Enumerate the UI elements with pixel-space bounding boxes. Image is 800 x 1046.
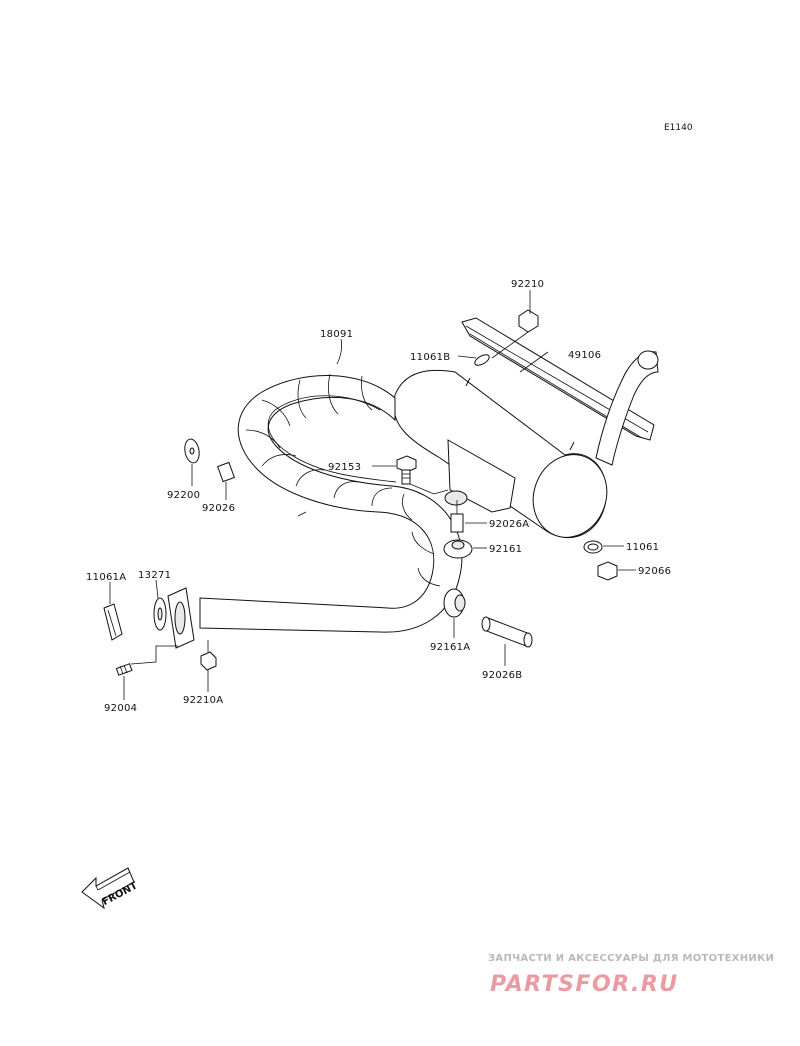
damper-92161a-drawing bbox=[443, 588, 466, 618]
gasket-11061-drawing bbox=[583, 540, 603, 554]
watermark: ЗАПЧАСТИ И АКСЕССУАРЫ ДЛЯ МОТОТЕХНИКИ PA… bbox=[488, 953, 774, 997]
part-labels: 92210 18091 11061B 49106 92153 92200 920… bbox=[86, 279, 671, 714]
plate-13271-drawing bbox=[153, 597, 167, 631]
collar-92026-drawing bbox=[216, 461, 236, 483]
damper-92161-drawing bbox=[443, 539, 473, 559]
collar-92026b-drawing bbox=[481, 616, 533, 648]
washer-92200-drawing bbox=[184, 438, 200, 464]
part-label: 92161 bbox=[489, 544, 522, 555]
part-label: 92210 bbox=[511, 279, 544, 290]
part-label: 13271 bbox=[138, 570, 171, 581]
part-label: 92026A bbox=[489, 519, 529, 530]
nut-92210-drawing bbox=[491, 309, 539, 359]
bolt-92153-drawing bbox=[396, 455, 449, 495]
drawing-code: E1140 bbox=[664, 123, 693, 133]
part-label: 18091 bbox=[320, 329, 353, 340]
stud-92004-drawing bbox=[115, 645, 178, 676]
header-pipe-drawing bbox=[167, 373, 463, 649]
part-label: 92210A bbox=[183, 695, 223, 706]
part-label: 92161A bbox=[430, 642, 470, 653]
front-arrow-icon: FRONT bbox=[81, 867, 140, 910]
plug-92066-drawing bbox=[597, 561, 618, 581]
part-label: 11061A bbox=[86, 572, 126, 583]
part-label: 92153 bbox=[328, 462, 361, 473]
part-label: 92200 bbox=[167, 490, 200, 501]
part-label: 92004 bbox=[104, 703, 137, 714]
part-label: 92026 bbox=[202, 503, 235, 514]
part-label: 92026B bbox=[482, 670, 522, 681]
part-label: 92066 bbox=[638, 566, 671, 577]
gasket-11061a-drawing bbox=[103, 603, 123, 641]
part-label: 11061 bbox=[626, 542, 659, 553]
part-label: 11061B bbox=[410, 352, 450, 363]
gasket-11061b-drawing bbox=[474, 354, 490, 366]
leader-lines bbox=[109, 290, 636, 700]
watermark-caption: ЗАПЧАСТИ И АКСЕССУАРЫ ДЛЯ МОТОТЕХНИКИ bbox=[488, 953, 774, 964]
collar-92026a-drawing bbox=[450, 500, 464, 533]
muffler-drawing bbox=[393, 350, 659, 539]
nut-92210a-drawing bbox=[200, 640, 217, 671]
watermark-logo: PARTSFOR.RU bbox=[490, 972, 679, 997]
part-label: 49106 bbox=[568, 350, 601, 361]
